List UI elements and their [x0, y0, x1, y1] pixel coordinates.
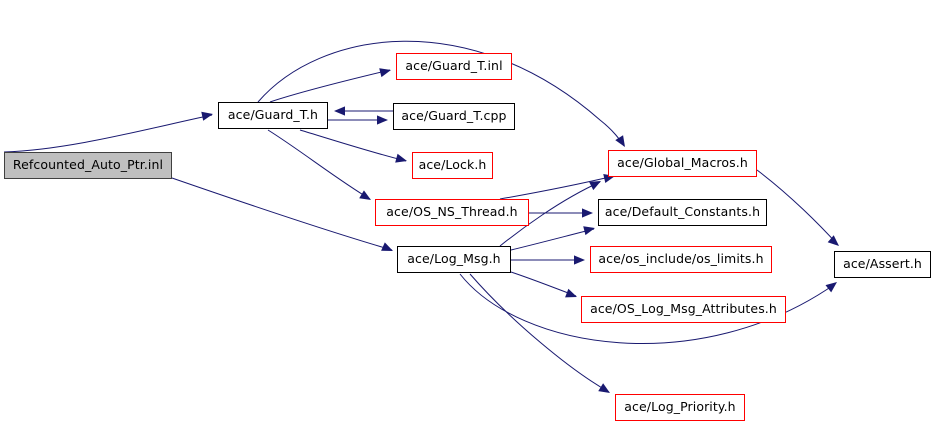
graph-edge-arrowhead: [598, 383, 610, 393]
graph-edge: [3, 114, 213, 153]
graph-node-lock_h[interactable]: ace/Lock.h: [412, 152, 493, 179]
graph-edge-arrowhead: [827, 235, 839, 246]
graph-node-label: ace/OS_Log_Msg_Attributes.h: [590, 301, 777, 317]
graph-edge: [510, 271, 577, 297]
graph-node-label: ace/Guard_T.cpp: [401, 108, 507, 124]
graph-node-os_ns_thread[interactable]: ace/OS_NS_Thread.h: [375, 199, 529, 226]
graph-edge-arrowhead: [379, 68, 391, 78]
graph-node-label: ace/os_include/os_limits.h: [598, 251, 764, 267]
graph-node-label: ace/Global_Macros.h: [617, 155, 748, 171]
graph-node-label: ace/Assert.h: [843, 256, 922, 272]
graph-node-guard_inl[interactable]: ace/Guard_T.inl: [396, 53, 512, 80]
graph-node-label: ace/Lock.h: [418, 157, 487, 173]
graph-node-label: ace/OS_NS_Thread.h: [386, 204, 518, 220]
graph-node-log_priority[interactable]: ace/Log_Priority.h: [615, 394, 745, 421]
graph-node-label: ace/Default_Constants.h: [604, 204, 761, 220]
graph-node-label: ace/Guard_T.inl: [405, 58, 503, 74]
graph-edge-arrowhead: [583, 226, 595, 236]
graph-node-os_log_attrs[interactable]: ace/OS_Log_Msg_Attributes.h: [581, 296, 786, 323]
graph-edge-arrowhead: [574, 255, 585, 265]
graph-node-log_msg[interactable]: ace/Log_Msg.h: [397, 246, 511, 273]
graph-edge-arrowhead: [589, 181, 601, 191]
graph-node-label: ace/Log_Msg.h: [407, 251, 501, 267]
graph-edge: [756, 169, 839, 246]
graph-edge-arrowhead: [381, 242, 393, 251]
graph-node-label: Refcounted_Auto_Ptr.inl: [12, 157, 164, 173]
graph-node-label: ace/Log_Priority.h: [624, 399, 736, 415]
graph-edge-arrowhead: [615, 135, 625, 147]
graph-edge: [510, 228, 595, 251]
graph-edge-arrowhead: [565, 288, 577, 298]
graph-edge: [269, 69, 391, 103]
graph-edge: [299, 129, 407, 162]
graph-edge: [171, 177, 393, 251]
graph-node-root[interactable]: Refcounted_Auto_Ptr.inl: [4, 152, 172, 179]
graph-edge-arrowhead: [395, 153, 407, 163]
graph-edge: [469, 273, 610, 393]
graph-node-global_macros[interactable]: ace/Global_Macros.h: [608, 150, 757, 177]
graph-edge-arrowhead: [377, 115, 388, 125]
graph-node-os_limits[interactable]: ace/os_include/os_limits.h: [590, 246, 772, 273]
graph-node-label: ace/Guard_T.h: [227, 107, 319, 123]
graph-edge: [267, 129, 371, 200]
graph-node-assert_h[interactable]: ace/Assert.h: [834, 251, 931, 278]
graph-node-guard_cpp[interactable]: ace/Guard_T.cpp: [393, 103, 515, 130]
graph-edge: [499, 181, 601, 247]
graph-edge-arrowhead: [201, 111, 213, 121]
graph-edge-arrowhead: [582, 208, 593, 218]
graph-edge-arrowhead: [825, 282, 837, 293]
graph-node-guard_h[interactable]: ace/Guard_T.h: [218, 102, 328, 129]
graph-edge: [499, 175, 615, 200]
graph-node-default_constants[interactable]: ace/Default_Constants.h: [598, 199, 767, 226]
graph-edge-arrowhead: [359, 190, 371, 200]
graph-edge-arrowhead: [334, 106, 345, 116]
